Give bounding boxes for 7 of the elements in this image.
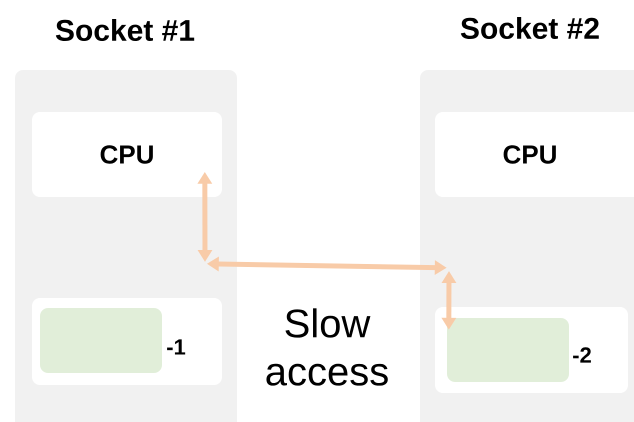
- node-label: Socket #2: [460, 16, 599, 40]
- note-text: Slow access: [266, 308, 388, 386]
- cpu-box: CPU: [435, 112, 634, 197]
- cpu-box: CPU: [32, 112, 222, 197]
- memory-block: [40, 308, 162, 373]
- memory-block: [447, 318, 569, 382]
- node-label: Socket #1: [56, 18, 194, 42]
